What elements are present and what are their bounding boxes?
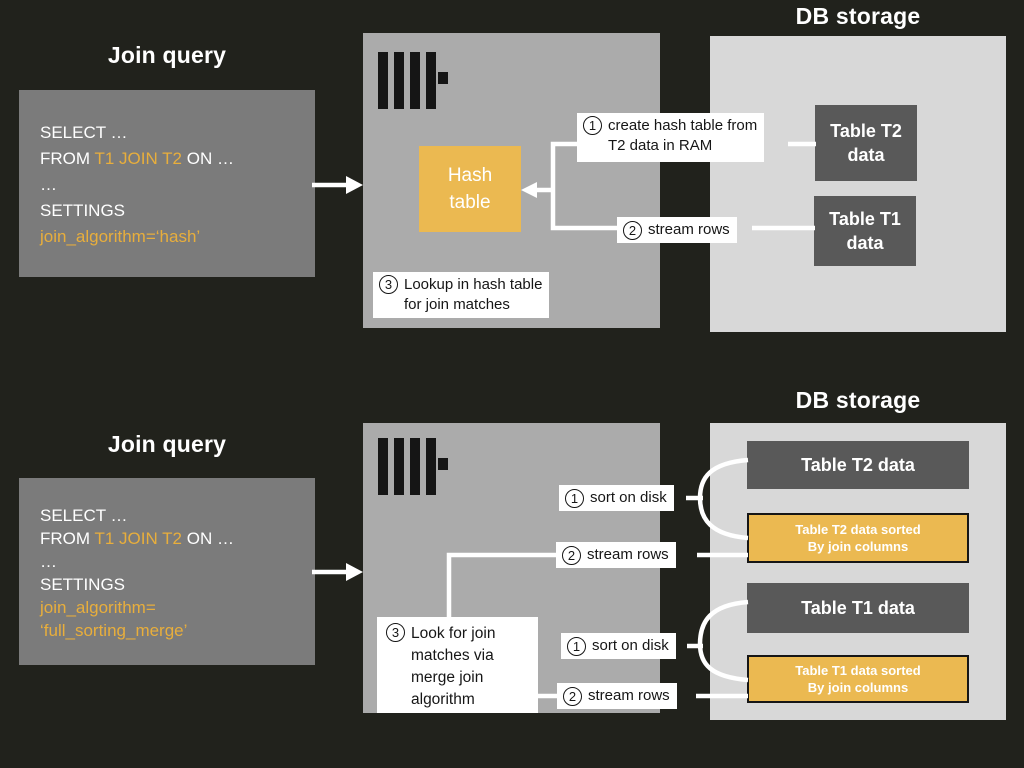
stream1-text: stream rows [587,546,669,563]
sort2-on-disk-label: 1 sort on disk [561,633,676,659]
stream2-rows-label: 2 stream rows [557,683,677,709]
merge-join-query-title: Join query [107,431,227,457]
clickhouse-logo-icon [378,52,450,110]
arrow-query-to-server-head [346,563,363,581]
step-number-2-icon: 2 [623,220,642,240]
sort1-text: sort on disk [590,489,667,506]
table-t2-data-box: Table T2 data [815,105,917,181]
step-number-2-icon: 2 [562,545,581,565]
step1-text: create hash table from T2 data in RAM [608,117,758,154]
sort1-on-disk-label: 1 sort on disk [559,485,674,511]
table-t2-data-box: Table T2 data [747,441,969,489]
code-line-from: FROM T1 JOIN T2 ON … [40,149,234,168]
hash-join-query-box: SELECT … FROM T1 JOIN T2 ON … … SETTINGS… [19,90,315,277]
table-t1-sorted-box: Table T1 data sorted By join columns [747,655,969,703]
stream2-text: stream rows [588,687,670,704]
code-line-algorithm: join_algorithm=‘hash’ [40,227,201,246]
code-line-select: SELECT … [40,506,128,525]
hash-join-query-code: SELECT … FROM T1 JOIN T2 ON … … SETTINGS… [19,90,315,250]
code-line-algorithm: join_algorithm= [40,598,156,617]
code-line-from: FROM T1 JOIN T2 ON … [40,529,234,548]
step-number-2-icon: 2 [563,686,582,706]
table-t2-sorted-box: Table T2 data sorted By join columns [747,513,969,563]
step3-lookup-label: 3 Lookup in hash table for join matches [373,272,550,318]
step3-text: Look for join matches via merge join alg… [411,625,496,708]
step-number-1-icon: 1 [567,636,586,656]
merge-join-query-code: SELECT … FROM T1 JOIN T2 ON … … SETTINGS… [19,478,315,642]
step1-create-hash-table-label: 1 create hash table from T2 data in RAM [577,113,765,162]
code-line-settings: SETTINGS [40,575,126,594]
step-number-1-icon: 1 [565,488,584,508]
hash-join-db-title: DB storage [795,3,921,29]
hash-table-box: Hash table [419,146,521,232]
code-line-select: SELECT … [40,123,128,142]
step-number-1-icon: 1 [583,116,602,135]
stream1-rows-label: 2 stream rows [556,542,676,568]
code-line-settings: SETTINGS [40,201,126,220]
arrow-query-to-server-head [346,176,363,194]
clickhouse-logo-icon [378,438,450,496]
hash-join-db-storage-box [710,36,1006,332]
code-join-highlight: T1 JOIN T2 [94,149,183,168]
sort2-text: sort on disk [592,637,669,654]
step2-stream-rows-label: 2 stream rows [617,217,737,243]
step-number-3-icon: 3 [386,623,405,642]
table-t1-data-box: Table T1 data [814,196,916,266]
step-number-3-icon: 3 [379,275,398,294]
merge-join-db-title: DB storage [795,387,921,413]
hash-join-query-title: Join query [107,42,227,68]
code-join-highlight: T1 JOIN T2 [94,529,183,548]
merge-join-query-box: SELECT … FROM T1 JOIN T2 ON … … SETTINGS… [19,478,315,665]
code-line-ellipsis: … [40,552,57,571]
step3-text: Lookup in hash table for join matches [404,276,543,313]
step3-merge-join-label: 3 Look for join matches via merge join a… [377,617,538,713]
code-line-algorithm-value: ‘full_sorting_merge’ [40,621,188,640]
code-line-ellipsis: … [40,175,57,194]
step2-text: stream rows [648,221,730,238]
table-t1-data-box: Table T1 data [747,583,969,633]
